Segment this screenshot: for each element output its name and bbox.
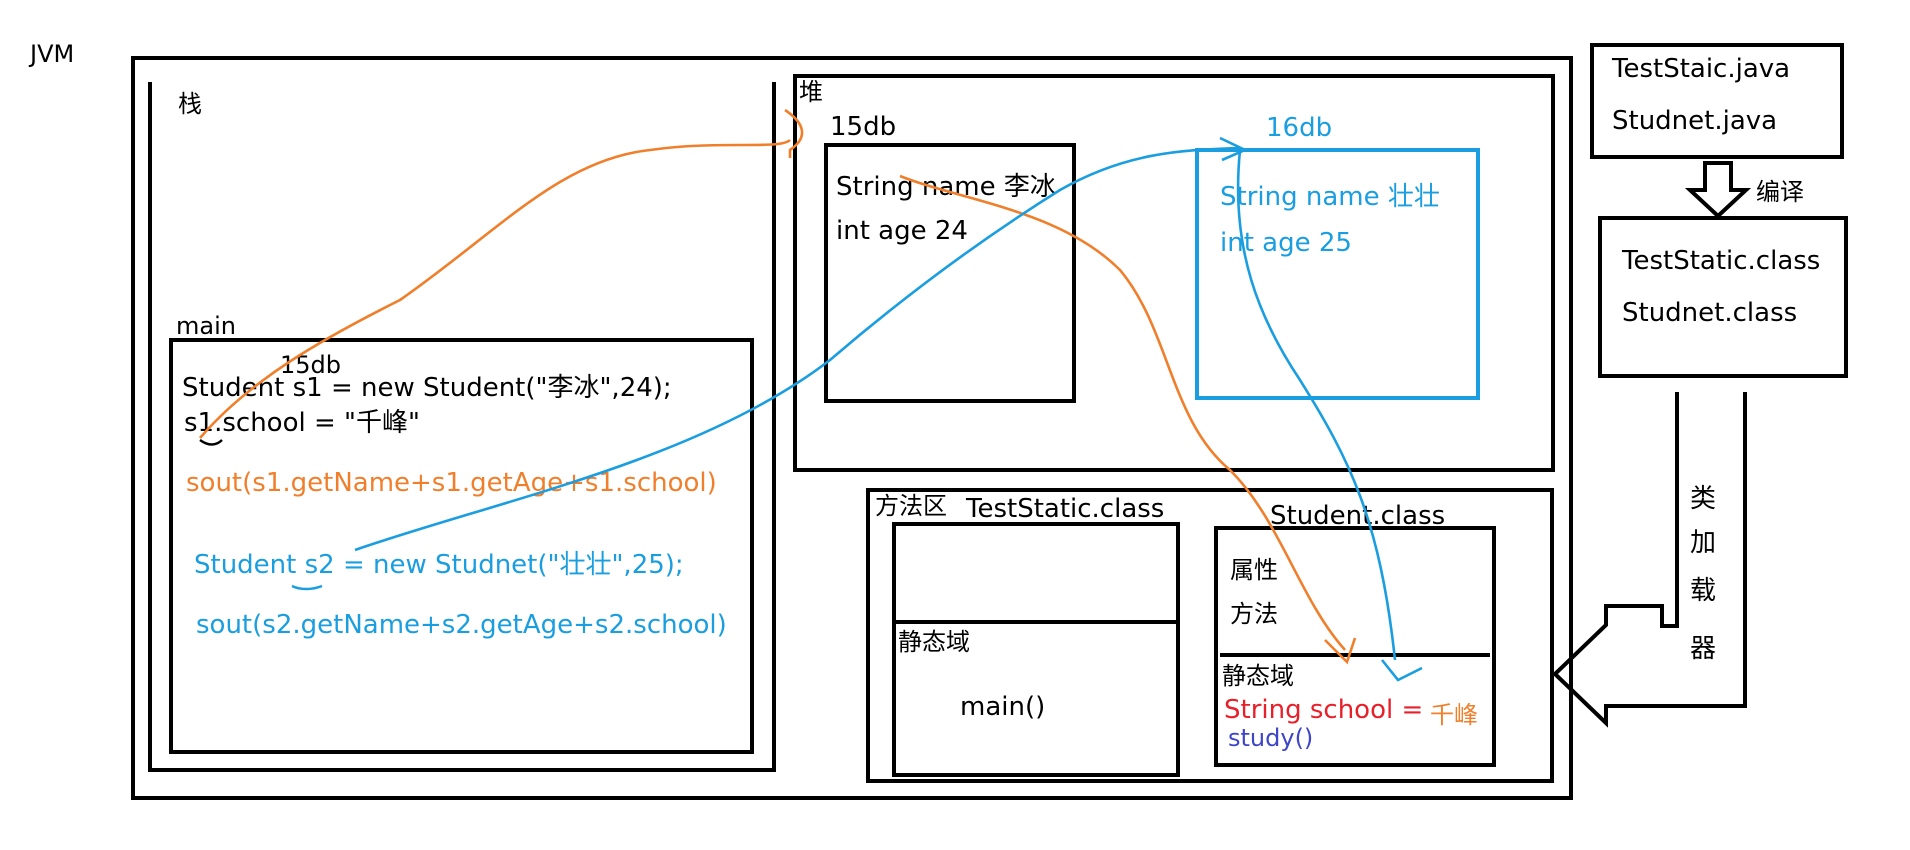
obj2-static-link: [1236, 149, 1397, 661]
teststatic-divider: [892, 620, 1180, 624]
source-files-box: [1590, 43, 1844, 159]
method-area: [866, 488, 1554, 783]
teststatic-class-box: [892, 522, 1180, 777]
source-file-studnet: Studnet.java: [1612, 106, 1778, 136]
main-frame-address: 15db: [280, 351, 342, 379]
heap-obj2-name: String name 壮壮: [1220, 182, 1440, 212]
heap-obj1-age: int age 24: [836, 216, 968, 246]
sout-s2-line: sout(s2.getName+s2.getAge+s2.school): [196, 610, 727, 640]
s2-underline: [291, 584, 323, 591]
heap-label: 堆: [799, 78, 823, 106]
heap-area: [793, 74, 1555, 472]
classloader-char-2: 加: [1690, 528, 1717, 558]
class-file-teststatic: TestStatic.class: [1622, 246, 1821, 276]
student-attr-label: 属性: [1230, 556, 1278, 584]
main-frame: [169, 338, 754, 754]
s1-underline: [199, 439, 223, 446]
heap-obj2-address: 16db: [1266, 113, 1333, 143]
s1-reference-arrowhead: [784, 108, 804, 158]
jvm-label: JVM: [30, 40, 75, 68]
obj1-static-link: [899, 174, 1346, 651]
class-file-studnet: Studnet.class: [1622, 298, 1798, 328]
teststatic-main-method: main(): [960, 692, 1046, 722]
classloader-char-4: 器: [1690, 634, 1717, 664]
compile-down-arrow: [1684, 161, 1752, 219]
obj1-static-arrowhead: [1324, 637, 1357, 665]
main-frame-label: main: [176, 312, 236, 340]
method-area-label: 方法区: [875, 492, 947, 520]
s2-reference-curve: [354, 146, 1241, 552]
student-study-method: study(): [1228, 724, 1314, 752]
heap-obj2-box: [1195, 148, 1480, 400]
classloader-char-3: 载: [1690, 576, 1717, 606]
teststatic-class-title: TestStatic.class: [966, 494, 1165, 524]
student-class-box: [1214, 526, 1496, 767]
student-divider: [1220, 653, 1490, 657]
s1-reference-curve: [199, 138, 791, 439]
obj2-static-arrowhead: [1380, 659, 1423, 682]
heap-obj1-name: String name 李冰: [836, 172, 1056, 202]
stack-area: [148, 82, 776, 772]
student-school-field: String school =: [1224, 695, 1424, 725]
student-static-label: 静态域: [1222, 662, 1294, 690]
student-school-value: 千峰: [1430, 701, 1478, 729]
heap-obj1-address: 15db: [830, 112, 897, 142]
classloader-char-1: 类: [1690, 484, 1717, 514]
stack-label: 栈: [178, 90, 202, 118]
class-files-box: [1598, 216, 1848, 378]
s2-declaration: Student s2 = new Studnet("壮壮",25);: [194, 550, 684, 580]
s2-reference-arrowhead: [1219, 136, 1249, 162]
student-class-title: Student.class: [1270, 501, 1446, 531]
jvm-frame: [131, 56, 1573, 800]
heap-obj1-box: [824, 143, 1076, 403]
compile-label: 编译: [1756, 178, 1804, 206]
source-file-teststatic: TestStaic.java: [1612, 54, 1791, 84]
classloader-arrow: [1552, 392, 1747, 728]
student-method-label: 方法: [1230, 600, 1278, 628]
teststatic-static-label: 静态域: [898, 628, 970, 656]
sout-s1-line: sout(s1.getName+s1.getAge+s1.school): [186, 468, 717, 498]
